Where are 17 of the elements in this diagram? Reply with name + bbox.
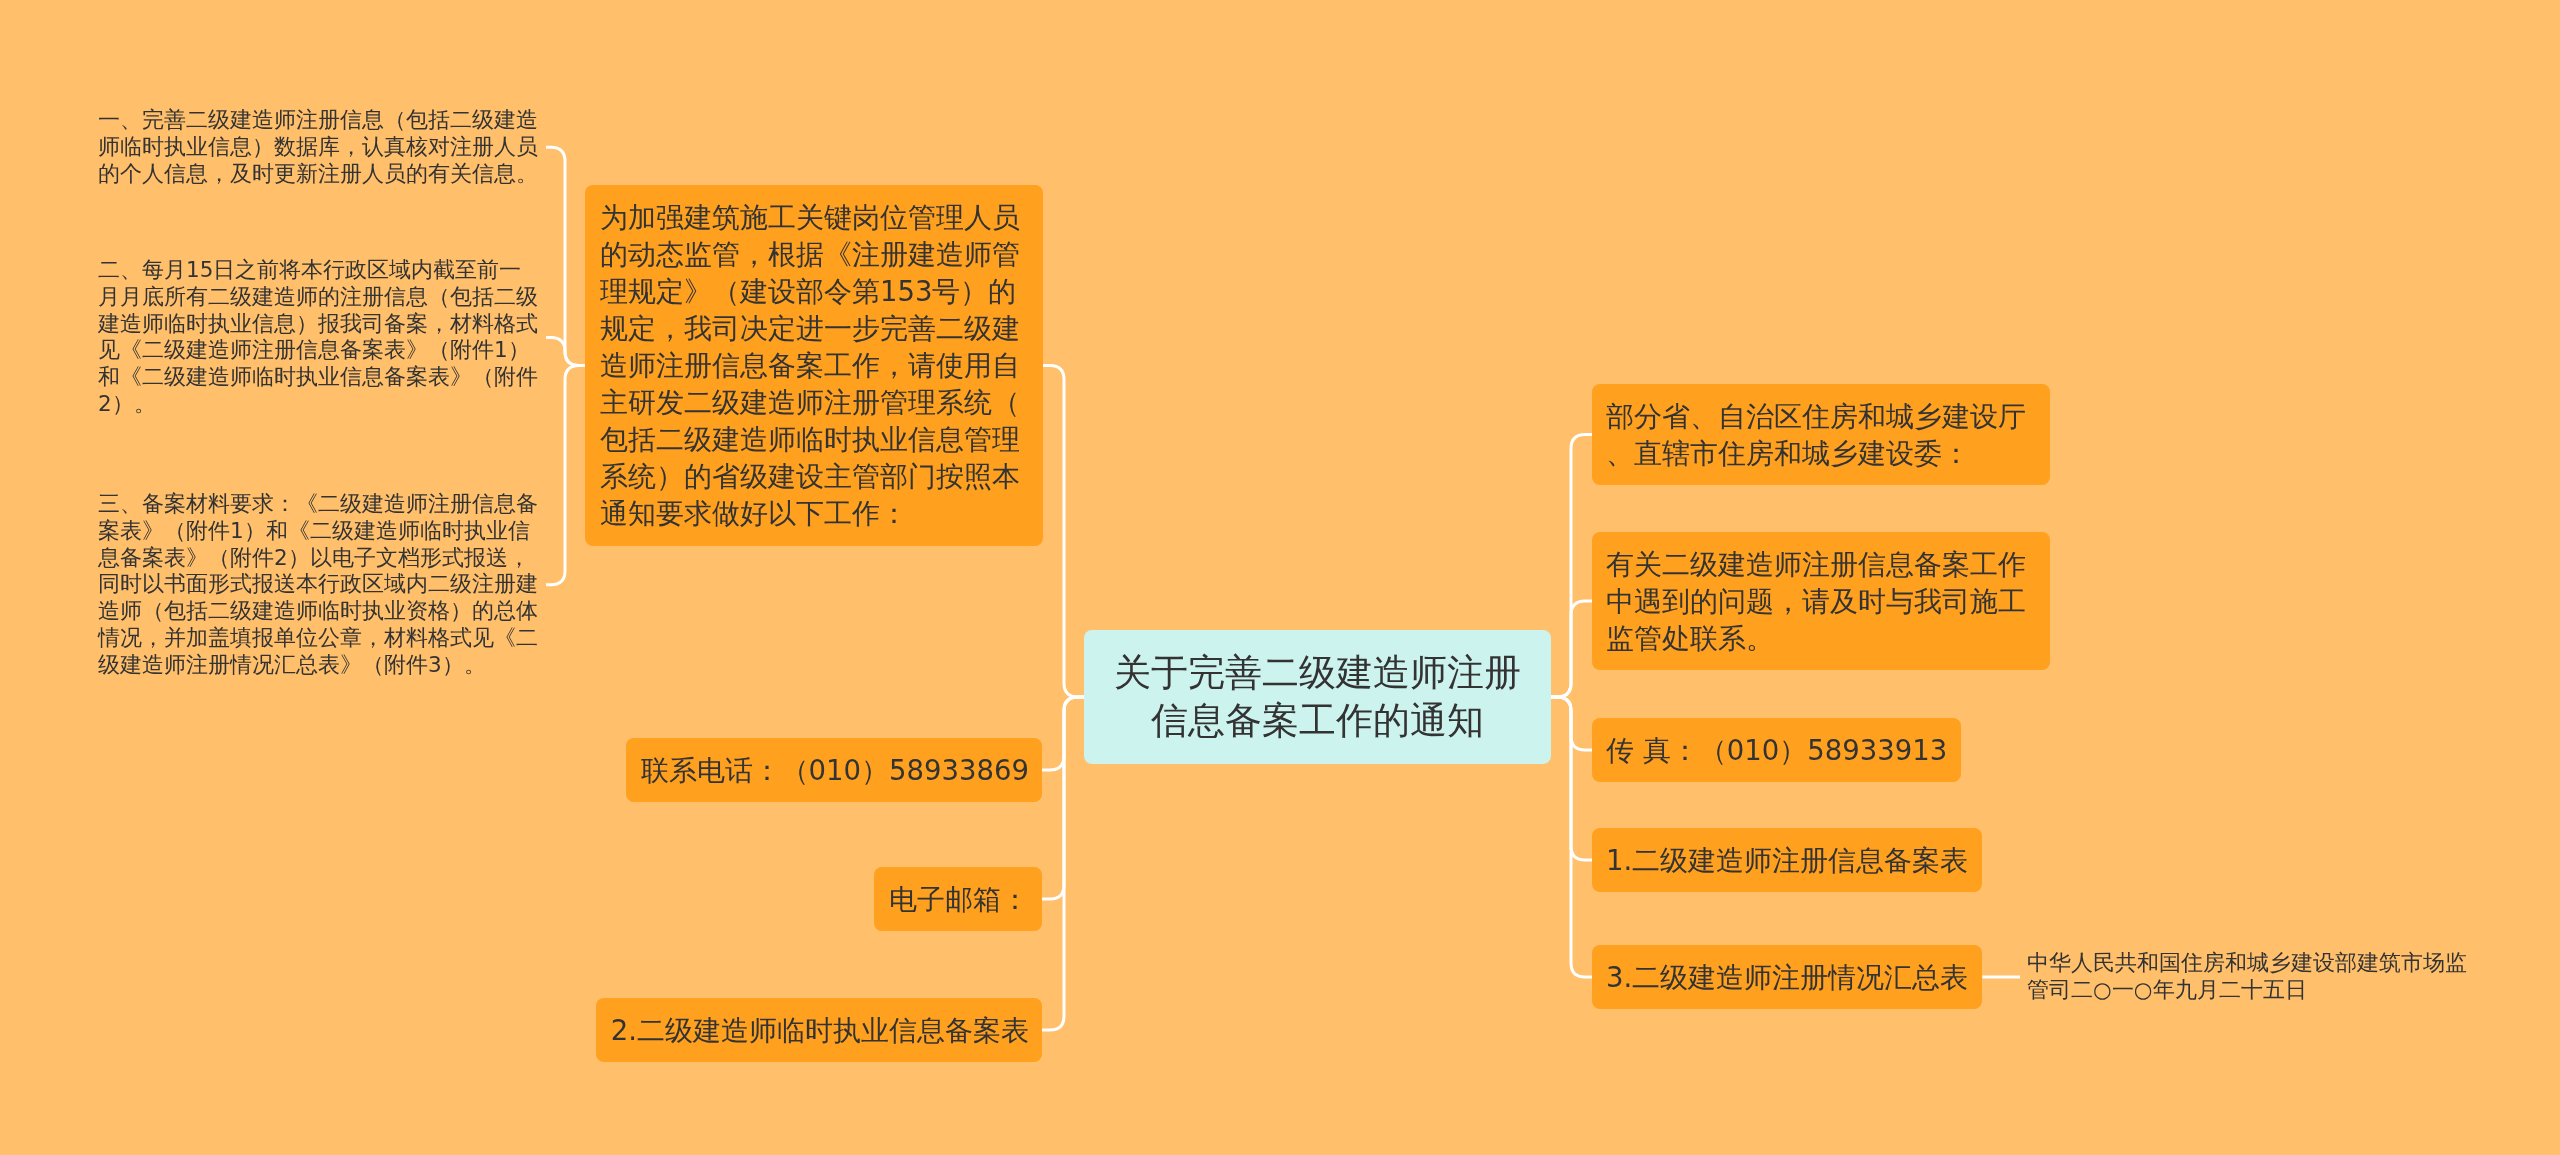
connector-line xyxy=(1551,695,1592,979)
topic-box: 2.二级建造师临时执业信息备案表 xyxy=(595,998,1042,1062)
connector-line xyxy=(1042,695,1084,1032)
topic-box: 为加强建筑施工关键岗位管理人员的动态监管，根据《注册建造师管理规定》（建设部令第153号）的规定，我司决定进一步完善二级建造师注册信息备案工作，请使用自主研发二级建造师注册管理系统（包括二级建造师临时执业信息管理系统）的省级建设主管部门按照本通知要求做好以下工作： xyxy=(585,185,1043,546)
topic-box: 有关二级建造师注册信息备案工作中遇到的问题，请及时与我司施工监管处联系。 xyxy=(1592,532,2050,670)
topic-box: 传 真：（010）58933913 xyxy=(1592,718,1962,782)
note-text: 三、备案材料要求：《二级建造师注册信息备案表》（附件1）和《二级建造师临时执业信息备案表》（附件2）以电子文档形式报送，同时以书面形式报送本行政区域内二级注册建造师（包括二级建造师临时执业资格）的总体情况，并加盖填报单位公章，材料格式见《二级建造师注册情况汇总表》（附件3）。 xyxy=(98,491,546,679)
topic-box: 1.二级建造师注册信息备案表 xyxy=(1592,828,1983,892)
central-topic-box: 关于完善二级建造师注册信息备案工作的通知 xyxy=(1084,630,1551,764)
note-text: 中华人民共和国住房和城乡建设部建筑市场监管司二○一○年九月二十五日 xyxy=(2020,950,2469,1004)
connector-line xyxy=(1982,975,2020,979)
topic-box: 联系电话：（010）58933869 xyxy=(625,738,1042,802)
topic-box: 电子邮箱： xyxy=(874,867,1042,931)
topic-box: 部分省、自治区住房和城乡建设厅、直辖市住房和城乡建设委： xyxy=(1592,384,2050,485)
topic-box: 3.二级建造师注册情况汇总表 xyxy=(1592,945,1983,1009)
note-text: 二、每月15日之前将本行政区域内截至前一月月底所有二级建造师的注册信息（包括二级建造师临时执业信息）报我司备案，材料格式见《二级建造师注册信息备案表》（附件1）和《二级建造师临时执业信息备案表》（附件2）。 xyxy=(98,257,546,418)
note-text: 一、完善二级建造师注册信息（包括二级建造师临时执业信息）数据库，认真核对注册人员的个人信息，及时更新注册人员的有关信息。 xyxy=(98,107,546,188)
